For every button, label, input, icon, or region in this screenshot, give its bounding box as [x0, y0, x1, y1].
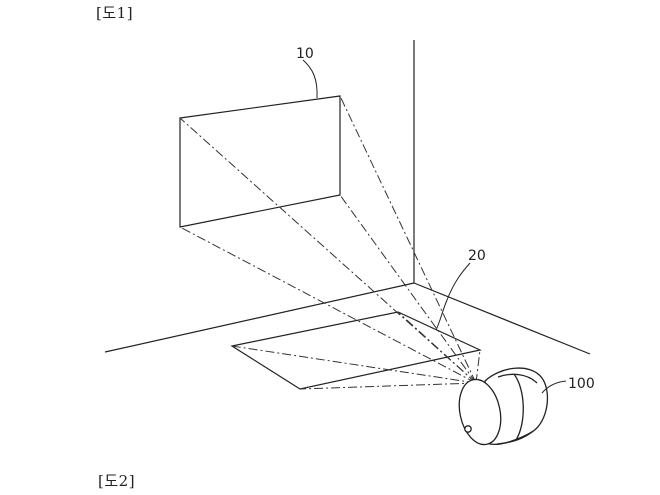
ray-screen-bl: [179, 226, 477, 384]
ref-label-floor-image: 20: [468, 248, 486, 264]
floor-image: [230, 311, 482, 390]
ray-floor-br: [475, 349, 481, 384]
wall-screen: [179, 95, 341, 228]
ray-floor-tr: [397, 311, 477, 384]
ray-screen-tl: [179, 117, 477, 384]
ref-label-projector: 100: [568, 376, 595, 392]
floor-image-outline: [230, 311, 482, 390]
leader-20: [435, 262, 471, 331]
wall-screen-outline: [179, 95, 341, 228]
ray-screen-tr: [339, 95, 477, 384]
floor-right-edge: [413, 282, 591, 355]
leader-lines: [302, 59, 567, 394]
leader-100: [541, 380, 567, 394]
leader-10: [302, 59, 318, 99]
ref-label-screen: 10: [296, 46, 314, 62]
room-lines: [104, 40, 591, 355]
ray-floor-bl: [299, 382, 477, 390]
projector-rim: [497, 373, 538, 384]
projector-band: [513, 373, 524, 441]
floor-wall-edge: [104, 282, 415, 353]
ray-floor-tl: [231, 345, 477, 384]
projection-rays: [179, 95, 481, 390]
projector-lens: [464, 425, 472, 433]
projector-device: [458, 367, 549, 446]
ray-screen-br: [339, 194, 477, 384]
figure-1-label: [도1]: [96, 4, 134, 22]
figure-2-label: [도2]: [98, 472, 136, 490]
